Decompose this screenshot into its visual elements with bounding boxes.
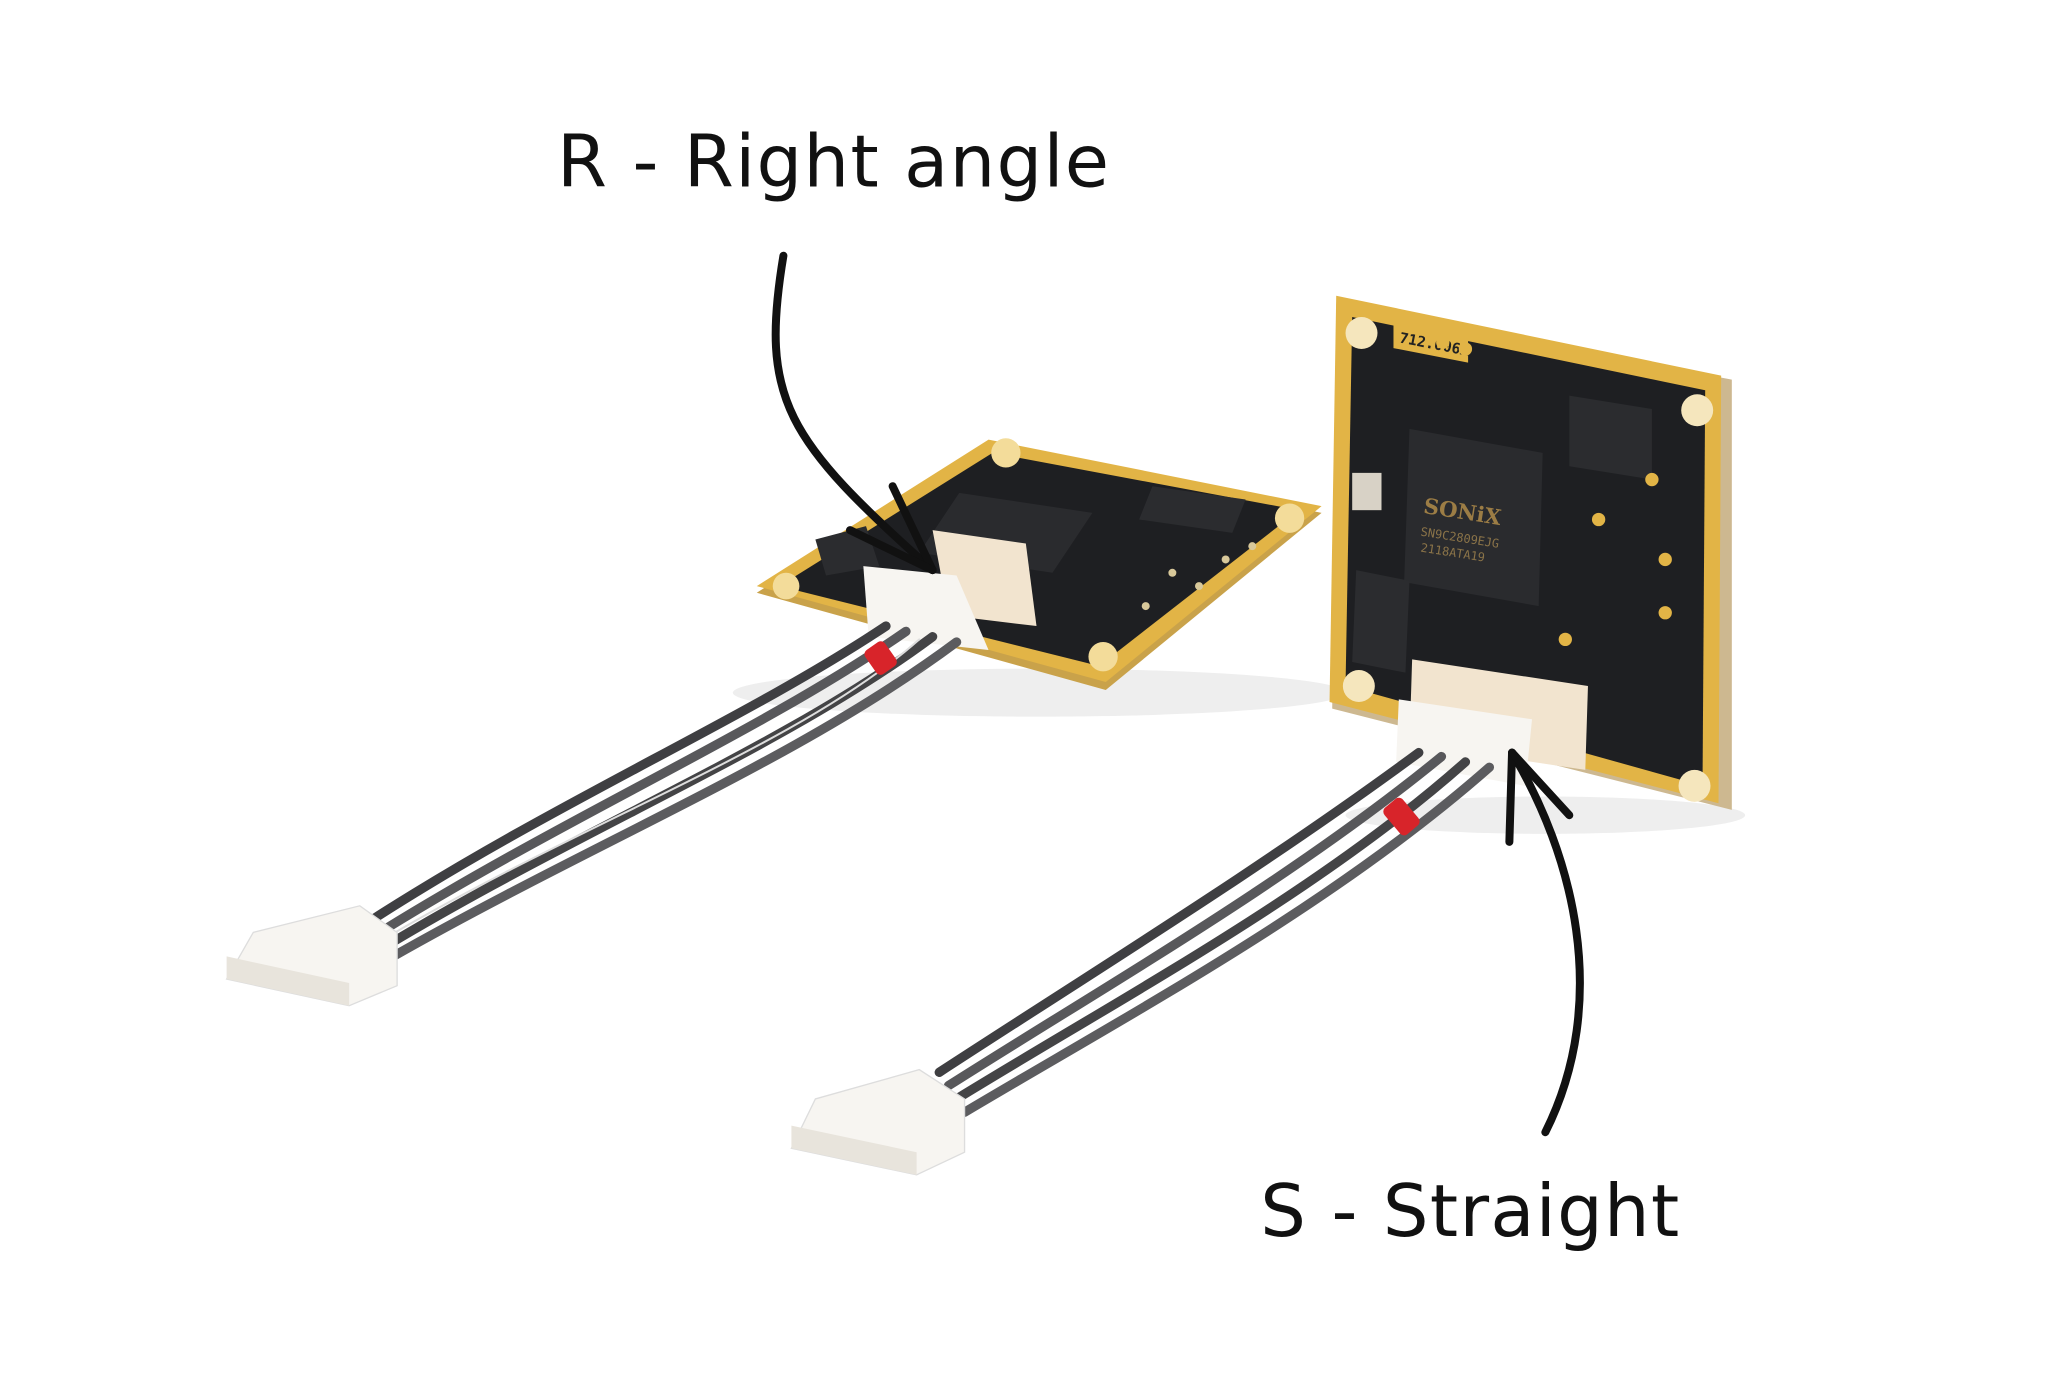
red-marker [1383,797,1420,836]
right-angle-cable [368,621,962,962]
arrow-icon [771,251,937,575]
cable-plug [863,566,989,651]
shadow [732,668,1346,717]
loose-plug-right [790,1068,966,1176]
straight-board: 712.006A SONiX SN9C2809EJG 2118ATA19 [1329,295,1732,810]
straight-label: S - Straight [1260,1169,1680,1253]
arrow-icon [1505,748,1584,1137]
right-angle-label: R - Right angle [557,119,1110,203]
main-chip [1404,428,1543,607]
straight-cable [934,747,1495,1117]
red-marker [864,641,897,675]
loose-plug-left [225,905,398,1007]
